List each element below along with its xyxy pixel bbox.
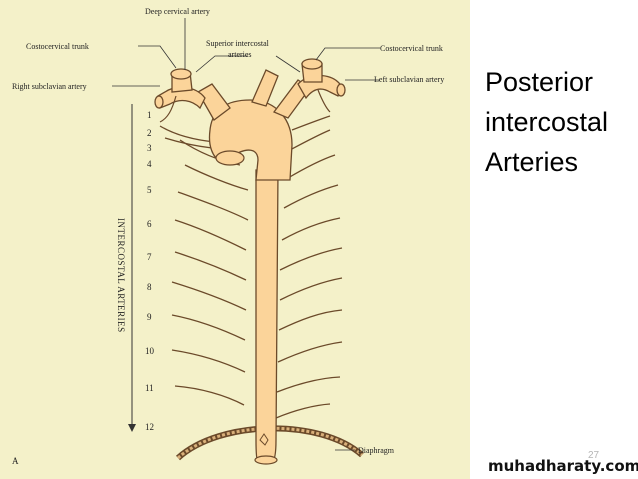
- label-left-subclavian: Left subclavian artery: [374, 75, 444, 84]
- label-costocervical-right: Costocervical trunk: [26, 42, 89, 51]
- intercostal-numbers: 1 2 3 4 5 6 7 8 9 10 11 12: [145, 110, 155, 432]
- number-8: 8: [147, 282, 152, 292]
- label-costocervical-left: Costocervical trunk: [380, 44, 443, 53]
- left-subclavian-artery: [297, 58, 346, 100]
- label-right-subclavian: Right subclavian artery: [12, 82, 87, 91]
- number-4: 4: [147, 159, 152, 169]
- number-2: 2: [147, 128, 152, 138]
- watermark: muhadharaty.com: [488, 457, 638, 475]
- label-diaphragm: Diaphragm: [358, 446, 395, 455]
- page-number: 27: [588, 450, 600, 461]
- number-3: 3: [147, 143, 152, 153]
- label-intercostal-arteries-vertical: INTERCOSTAL ARTERIES: [116, 218, 126, 333]
- title-line-1: Posterior: [485, 67, 594, 97]
- vertical-arrow: [128, 104, 136, 432]
- superior-intercostal-vessels: [159, 89, 331, 123]
- number-5: 5: [147, 185, 152, 195]
- number-10: 10: [145, 346, 155, 356]
- title-line-3: Arteries: [485, 147, 579, 177]
- right-intercostal-branches: [159, 125, 249, 406]
- number-12: 12: [145, 422, 154, 432]
- number-9: 9: [147, 312, 152, 322]
- number-7: 7: [147, 252, 152, 262]
- number-1: 1: [147, 110, 152, 120]
- leader-lines: [112, 18, 380, 451]
- number-6: 6: [147, 219, 152, 229]
- right-subclavian-artery: [154, 68, 206, 110]
- intercostal-arteries-diagram: Deep cervical artery Costocervical trunk…: [12, 7, 444, 466]
- title-line-2: intercostal: [485, 107, 609, 137]
- label-deep-cervical: Deep cervical artery: [145, 7, 210, 16]
- left-intercostal-branches: [275, 115, 343, 419]
- panel-letter: A: [12, 456, 19, 466]
- anatomy-figure: Deep cervical artery Costocervical trunk…: [0, 0, 470, 479]
- slide-title: Posterior intercostal Arteries: [485, 62, 635, 182]
- aortic-hiatus-detail: [259, 433, 269, 446]
- label-superior-intercostal-1: Superior intercostal: [206, 39, 270, 48]
- number-11: 11: [145, 383, 154, 393]
- label-superior-intercostal-2: arteries: [228, 50, 252, 59]
